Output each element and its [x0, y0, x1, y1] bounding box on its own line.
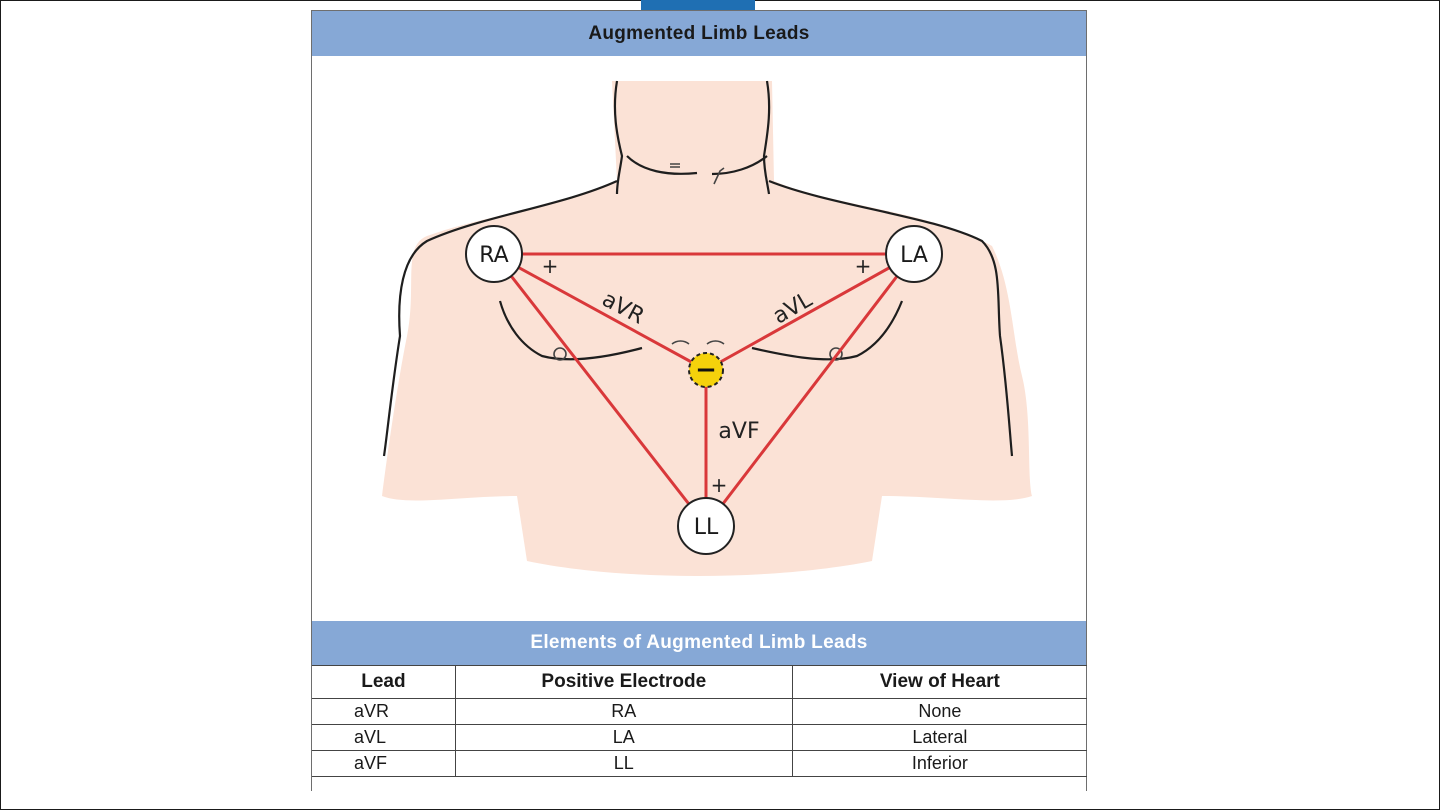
- negative-pole: −: [688, 352, 724, 388]
- column-header-positive-electrode: Positive Electrode: [454, 665, 793, 699]
- table-header-row: Lead Positive Electrode View of Heart: [312, 665, 1087, 699]
- electrode-la-label: LA: [900, 243, 928, 268]
- lead-line-avr: [493, 252, 707, 372]
- table-row: aVL LA Lateral: [312, 724, 1087, 751]
- lead-cell: aVL: [312, 724, 456, 751]
- plus-sign-avr: +: [542, 254, 559, 278]
- lead-label-avf: aVF: [718, 419, 759, 444]
- minus-sign: −: [695, 355, 717, 385]
- figure-card: Augmented Limb Leads: [311, 10, 1087, 791]
- top-tab: [641, 0, 755, 10]
- table-title: Elements of Augmented Limb Leads: [312, 621, 1086, 665]
- lead-cell: aVF: [312, 750, 456, 777]
- torso-skin: [382, 81, 1032, 576]
- lead-line-avl: [705, 252, 915, 372]
- lead-line-ra-ll: [492, 253, 708, 527]
- electrode-la: LA: [885, 225, 943, 283]
- lead-cell: aVR: [312, 698, 456, 725]
- plus-sign-avf: +: [711, 473, 728, 497]
- torso-outline: [382, 80, 1014, 457]
- torso-svg: RA LA LL − + + + aVR aVL aVF: [382, 80, 1032, 576]
- view-of-heart-cell: Lateral: [791, 724, 1087, 751]
- view-of-heart-cell: None: [791, 698, 1087, 725]
- leads-table: Lead Positive Electrode View of Heart aV…: [312, 665, 1087, 777]
- view-of-heart-cell: Inferior: [791, 750, 1087, 777]
- electrode-ra-label: RA: [479, 243, 508, 268]
- table-row: aVF LL Inferior: [312, 750, 1087, 777]
- column-header-lead: Lead: [312, 665, 456, 699]
- electrode-ll-label: LL: [694, 515, 719, 540]
- electrode-ra: RA: [465, 225, 523, 283]
- column-header-view-of-heart: View of Heart: [791, 665, 1087, 699]
- anatomy-details: [553, 163, 843, 361]
- lead-line-la-ll: [704, 253, 916, 527]
- positive-electrode-cell: LA: [454, 724, 793, 751]
- electrode-ll: LL: [677, 497, 735, 555]
- table-row: aVR RA None: [312, 698, 1087, 725]
- positive-electrode-cell: LL: [454, 750, 793, 777]
- plus-sign-avl: +: [855, 254, 872, 278]
- torso-illustration: RA LA LL − + + + aVR aVL aVF: [312, 56, 1086, 621]
- positive-electrode-cell: RA: [454, 698, 793, 725]
- figure-title: Augmented Limb Leads: [312, 11, 1086, 56]
